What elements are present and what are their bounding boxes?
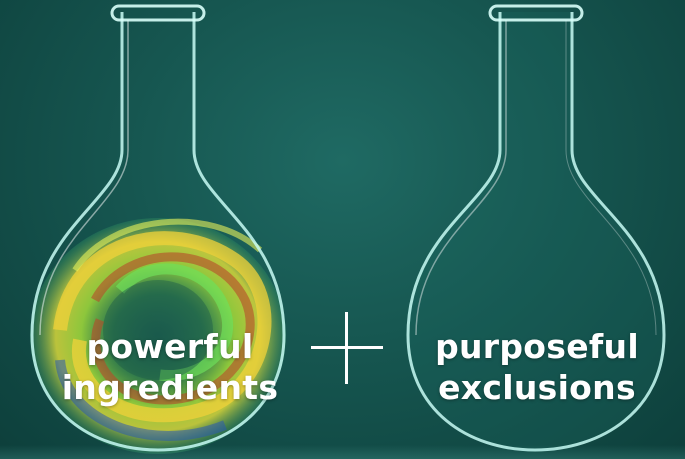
label-line-1: powerful [86, 327, 254, 366]
swirl-liquid [30, 218, 286, 454]
powerful-ingredients-label: powerful ingredients [55, 326, 285, 408]
right-flask [406, 4, 666, 452]
plus-icon [311, 312, 383, 384]
table-surface [0, 445, 685, 459]
purposeful-exclusions-label: purposeful exclusions [422, 326, 652, 408]
label-line-2: ingredients [61, 368, 279, 407]
label-line-1: purposeful [435, 327, 639, 366]
label-line-2: exclusions [438, 368, 636, 407]
left-flask [30, 4, 286, 454]
